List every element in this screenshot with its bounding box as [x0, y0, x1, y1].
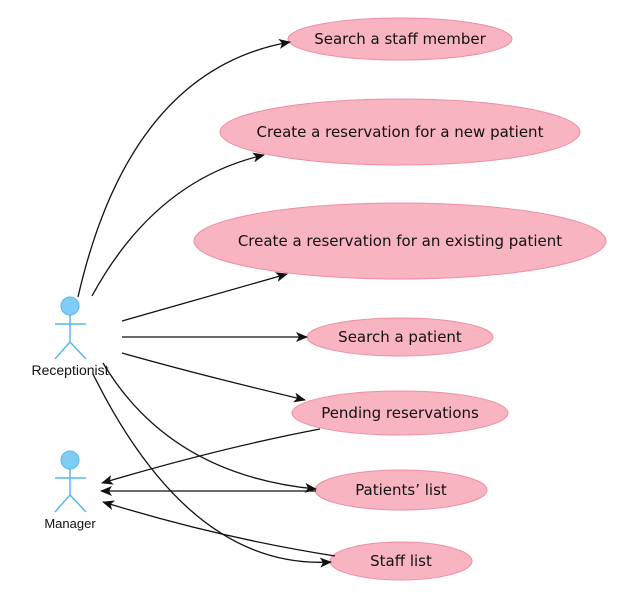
association-receptionist-search-staff-member [77, 38, 291, 298]
use-case-search-patient[interactable]: Search a patient [306, 317, 494, 357]
actor-receptionist[interactable]: Receptionist [31, 296, 109, 378]
association-receptionist-create-reservation-existing-patient [121, 272, 288, 322]
stick-figure-icon [54, 450, 87, 513]
use-case-label: Create a reservation for an existing pat… [238, 232, 562, 250]
association-receptionist-pending-reservations [121, 352, 306, 403]
association-receptionist-staff-list [92, 373, 332, 568]
stick-figure-icon [54, 296, 87, 360]
use-case-patients-list[interactable]: Patients’ list [314, 469, 488, 511]
association-staff-list-manager [102, 500, 336, 557]
use-case-label: Staff list [370, 552, 432, 570]
use-case-staff-list[interactable]: Staff list [329, 541, 473, 581]
use-case-create-reservation-existing-patient[interactable]: Create a reservation for an existing pat… [193, 202, 607, 280]
use-case-label: Pending reservations [321, 404, 479, 422]
association-pending-reservations-manager [101, 428, 321, 485]
actor-label: Receptionist [31, 362, 108, 378]
use-case-label: Create a reservation for a new patient [257, 123, 544, 141]
use-case-search-staff-member[interactable]: Search a staff member [287, 17, 513, 61]
association-receptionist-patients-list [102, 362, 317, 493]
use-case-label: Search a staff member [314, 30, 486, 48]
use-case-create-reservation-new-patient[interactable]: Create a reservation for a new patient [219, 98, 581, 166]
actor-label: Manager [44, 516, 96, 531]
use-case-pending-reservations[interactable]: Pending reservations [291, 390, 509, 436]
actor-manager[interactable]: Manager [44, 450, 96, 531]
use-case-label: Patients’ list [355, 481, 447, 499]
use-case-label: Search a patient [338, 328, 462, 346]
association-receptionist-create-reservation-new-patient [91, 152, 265, 297]
